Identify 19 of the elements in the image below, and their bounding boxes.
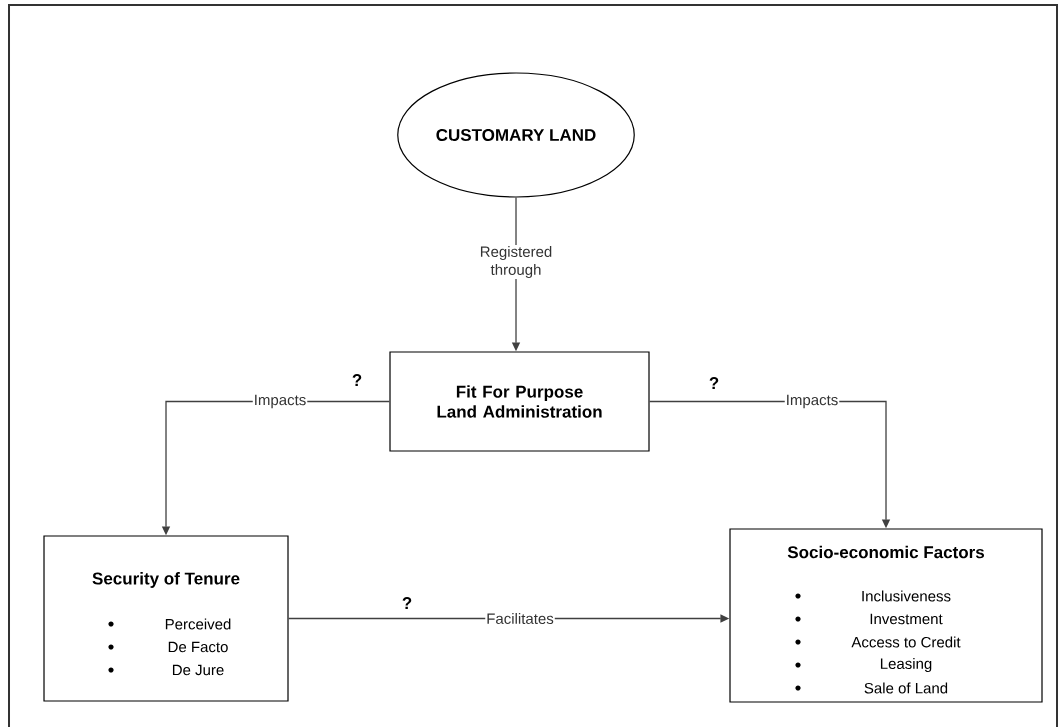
edge-label: Impacts [784,393,840,410]
list-item: De Facto [108,641,228,653]
list-box: Socio-economic Factors Inclusiveness Investment Access to Credit Leasing Sale of Land [729,528,1043,703]
edge-label: Impacts [252,393,308,410]
list-item: Access to Credit [795,636,961,648]
question-mark: ? [352,374,362,386]
list-item: De Jure [108,664,224,676]
list-item: Investment [795,613,943,625]
question-mark: ? [709,377,719,389]
ellipse-node: CUSTOMARY LAND [397,72,635,198]
edge-label: Registered through [477,245,555,279]
list-item: Sale of Land [795,682,948,694]
list-box: Security of Tenure Perceived De Facto De Jure [43,535,289,702]
question-mark: ? [402,597,412,609]
process-box: Fit For Purpose Land Administration [389,351,650,452]
list-item: Inclusiveness [795,590,951,602]
list-item: Leasing [795,658,932,672]
edge-label: Facilitates [485,612,555,625]
list-item: Perceived [108,618,231,630]
